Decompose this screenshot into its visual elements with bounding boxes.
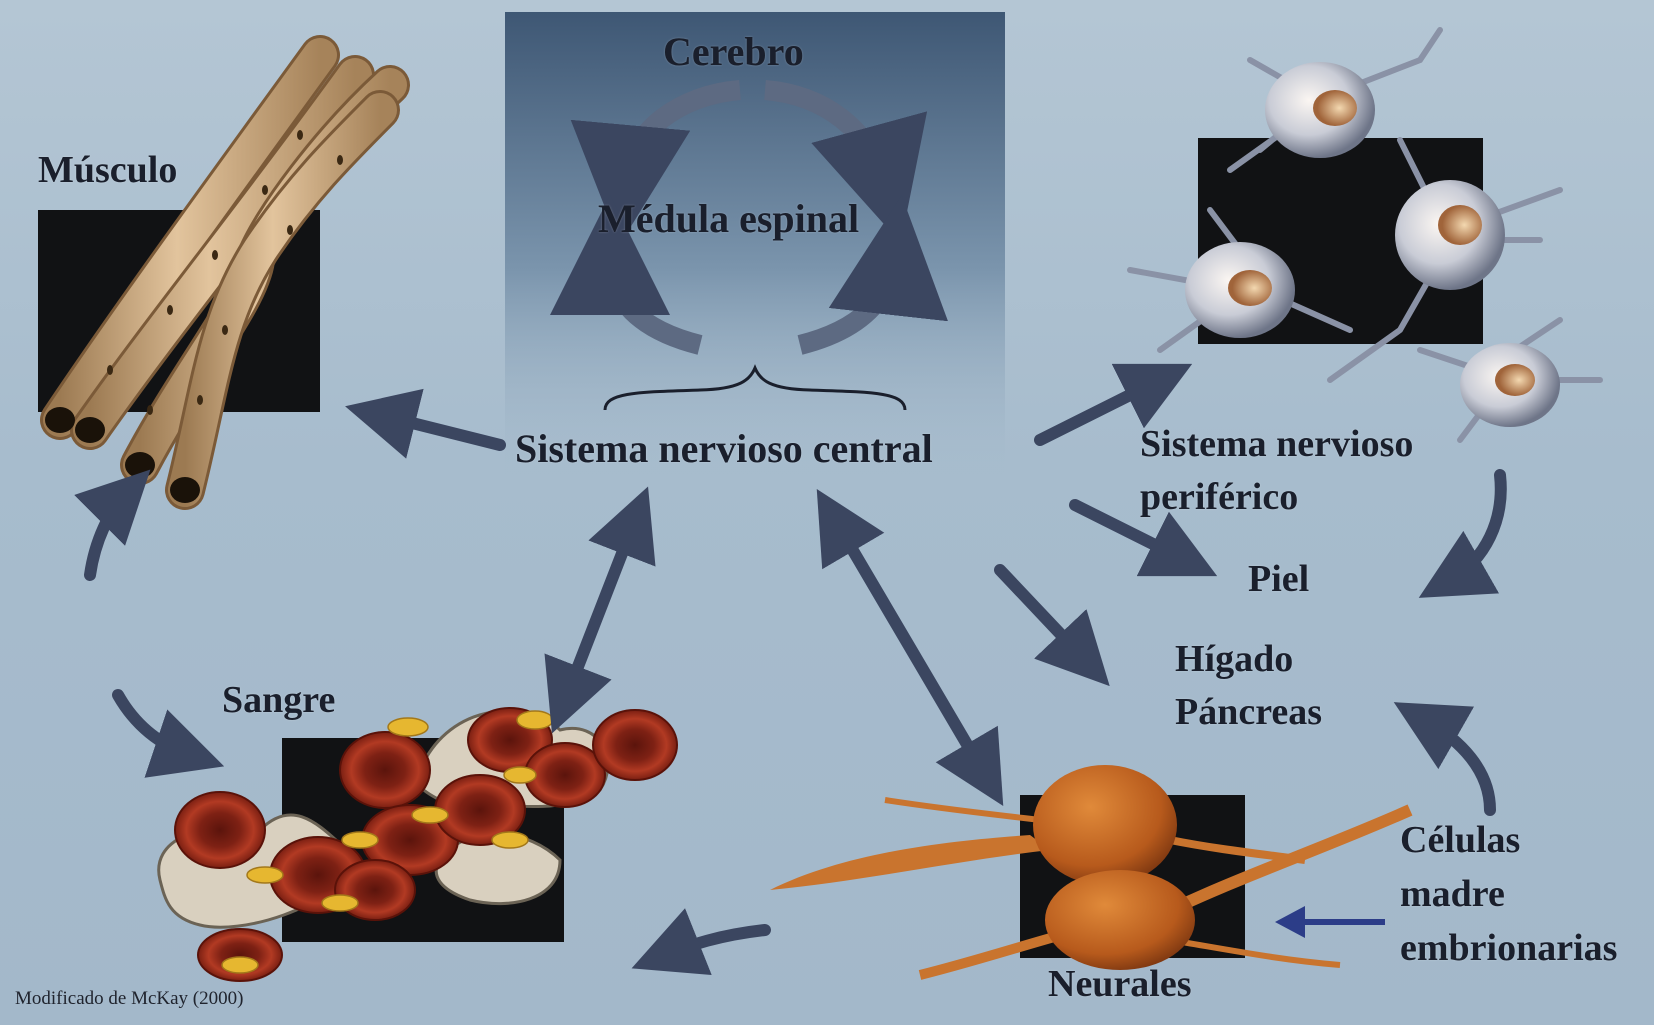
credit-text: Modificado de McKay (2000) — [15, 988, 243, 1010]
pointer-arrow — [1275, 906, 1385, 938]
label-higado: Hígado — [1175, 637, 1293, 681]
label-celulas: Células — [1400, 818, 1520, 862]
label-neurales: Neurales — [1048, 962, 1192, 1006]
label-embrionarias: embrionarias — [1400, 926, 1617, 970]
label-pancreas: Páncreas — [1175, 690, 1322, 734]
label-medula-espinal: Médula espinal — [598, 195, 859, 242]
label-sistema-nervioso-central: Sistema nervioso central — [515, 425, 933, 472]
cns-panel — [505, 12, 1005, 482]
label-sangre: Sangre — [222, 678, 335, 722]
label-madre: madre — [1400, 872, 1505, 916]
label-snp-line1: Sistema nervioso — [1140, 422, 1413, 466]
label-musculo: Músculo — [38, 148, 177, 192]
label-cerebro: Cerebro — [663, 28, 804, 75]
neural-cells — [770, 765, 1410, 975]
label-piel: Piel — [1248, 557, 1309, 601]
label-snp-line2: periférico — [1140, 475, 1298, 519]
